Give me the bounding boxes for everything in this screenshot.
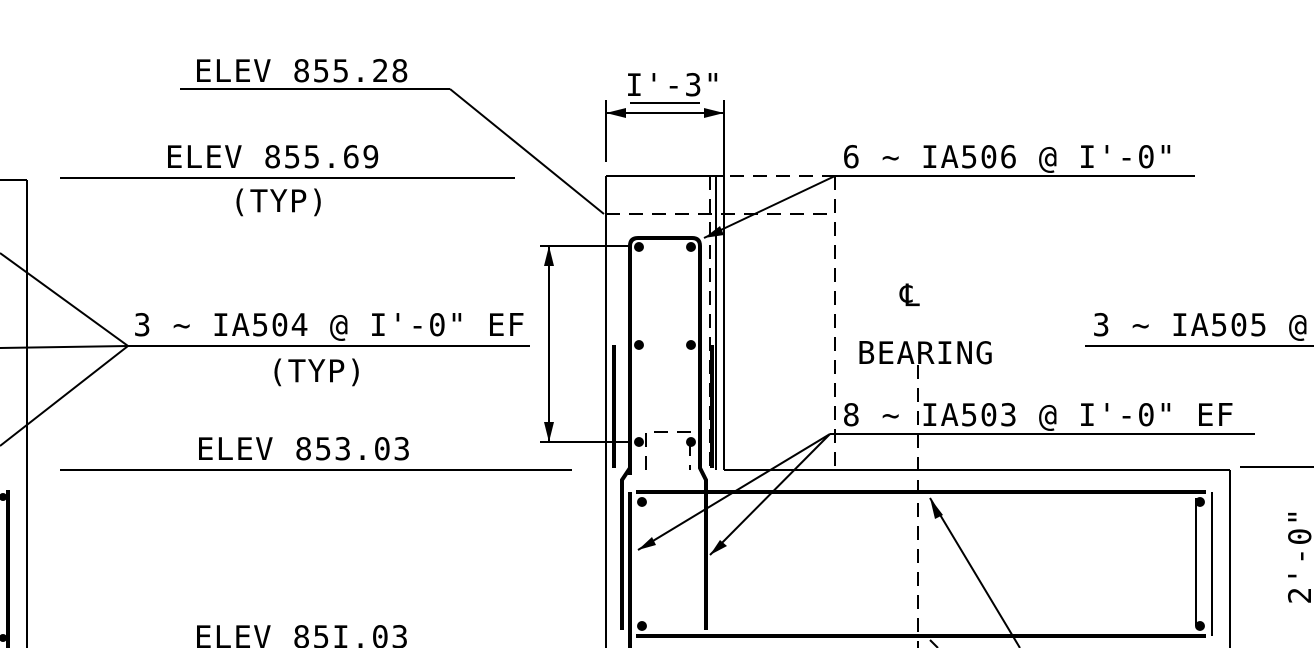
left-wall	[0, 179, 28, 648]
dimension-width-label: I'-3"	[625, 68, 723, 104]
leaders-right	[637, 175, 1314, 648]
bar-1a505-label: 3 ~ IA505 @	[1092, 308, 1308, 344]
dimension-height-label: 2'-0"	[1283, 507, 1314, 605]
elev-853-03-label: ELEV 853.03	[196, 432, 412, 468]
dimension-stirrup-height	[540, 245, 630, 443]
dashed-lines	[606, 175, 919, 648]
typ-label-2: (TYP)	[268, 354, 366, 390]
bar-1a504-label: 3 ~ IA504 @ I'-0" EF	[133, 308, 526, 344]
abutment-outline	[605, 100, 1231, 648]
backwall-stirrup	[612, 236, 714, 630]
elev-851-03-label: ELEV 85I.03	[194, 620, 410, 648]
bar-1a503-label: 8 ~ IA503 @ I'-0" EF	[842, 398, 1235, 434]
elev-855-69-label: ELEV 855.69	[165, 140, 381, 176]
bar-1a506-label: 6 ~ IA506 @ I'-0"	[842, 140, 1176, 176]
seat-reinforcement	[628, 490, 1213, 648]
elev-855-28-label: ELEV 855.28	[194, 54, 410, 90]
leaders-left	[0, 88, 605, 471]
typ-label-1: (TYP)	[230, 184, 328, 220]
dimension-width	[606, 102, 724, 118]
centerline-icon: ℄	[899, 278, 921, 314]
bearing-label: BEARING	[857, 336, 995, 372]
